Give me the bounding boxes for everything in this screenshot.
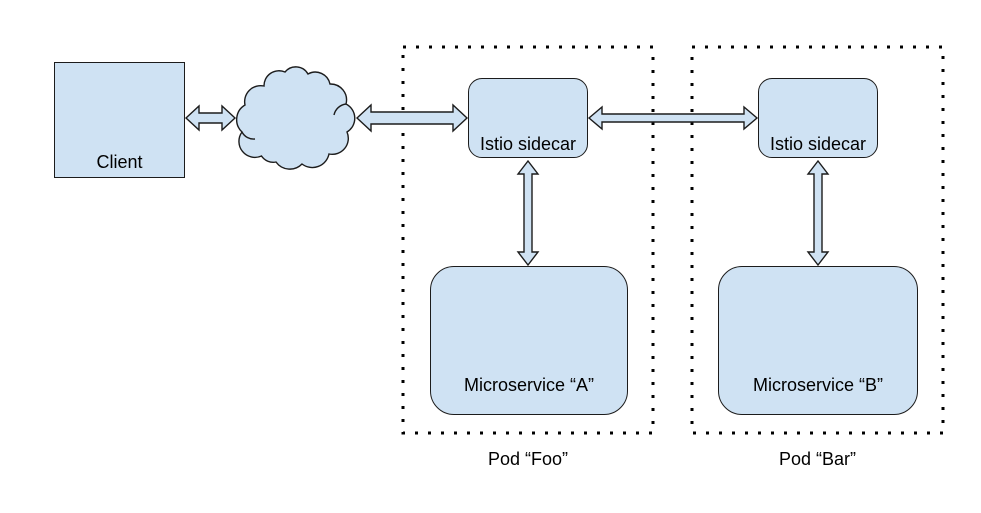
arrow-client-cloud [184, 104, 237, 132]
istio-sidecar-a-label: Istio sidecar [479, 134, 577, 154]
pod-bar-caption: Pod “Bar” [778, 449, 857, 469]
istio-sidecar-a-node: Istio sidecar [468, 78, 588, 158]
microservice-b-node: Microservice “B” [718, 266, 918, 415]
client-node: Client [54, 62, 185, 178]
istio-sidecar-b-node: Istio sidecar [758, 78, 878, 158]
microservice-a-label: Microservice “A” [463, 375, 594, 395]
arrow-sidecar-a-sidecar-b [587, 105, 759, 131]
pod-bar-boundary [690, 45, 945, 435]
network-cloud-icon [236, 66, 356, 170]
pod-foo-boundary [401, 45, 655, 435]
client-label: Client [96, 152, 143, 172]
istio-sidecar-b-label: Istio sidecar [769, 134, 867, 154]
pod-foo-caption: Pod “Foo” [487, 449, 569, 469]
microservice-a-node: Microservice “A” [430, 266, 628, 415]
arrow-cloud-sidecar-a [355, 103, 469, 133]
microservice-b-label: Microservice “B” [752, 375, 883, 395]
arrow-sidecar-a-microservice-a [516, 159, 540, 267]
arrow-sidecar-b-microservice-b [806, 159, 830, 267]
